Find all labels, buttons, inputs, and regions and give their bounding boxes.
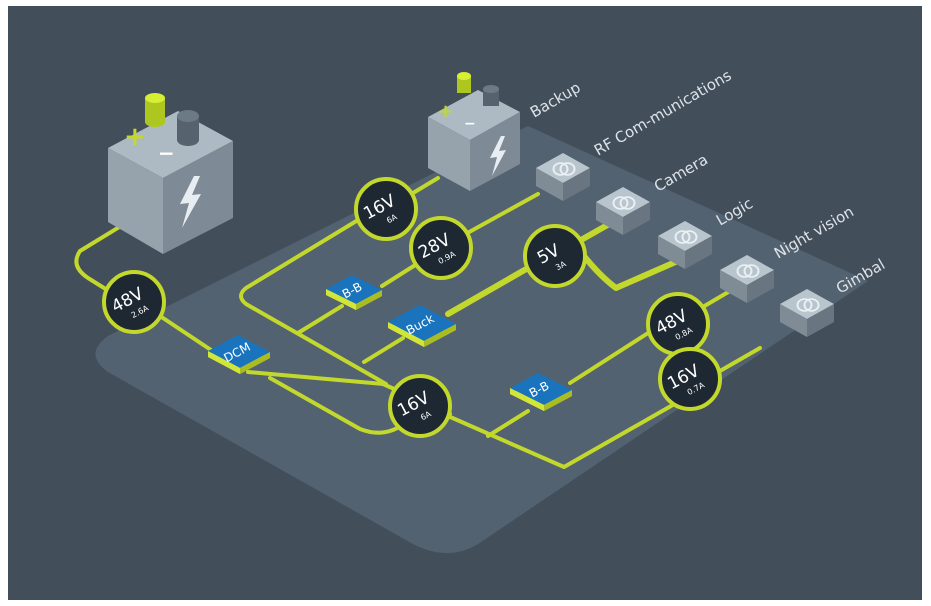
converter-bb-upper: B-B <box>326 275 382 310</box>
positive-terminal <box>457 76 471 93</box>
rail-badge-5v: 5V 3A <box>523 224 587 288</box>
main-battery: + − <box>108 93 233 254</box>
backup-battery: + − <box>428 72 520 191</box>
power-architecture-diagram: + − + − <box>8 6 922 600</box>
minus-sign: − <box>158 141 175 165</box>
rail-badge-16v-dcm: 16V 6A <box>388 374 452 438</box>
rail-badge-16v-backup: 16V 6A <box>354 177 418 241</box>
negative-terminal <box>483 89 499 106</box>
diagram-canvas: + − + − <box>74 66 888 553</box>
load-module-gimbal <box>780 289 834 337</box>
load-module-rf <box>536 153 590 201</box>
plus-sign: + <box>124 122 146 152</box>
lightning-icon <box>490 136 506 176</box>
converter-bb-lower: B-B <box>510 373 572 411</box>
label-gimbal: Gimbal <box>833 255 888 297</box>
load-module-night-vision <box>720 255 774 303</box>
negative-terminal <box>177 116 199 140</box>
positive-terminal <box>145 98 165 122</box>
rail-badge-48v-main: 48V 2.6A <box>102 270 166 334</box>
rail-badge-48v-night-vision: 48V 0.8A <box>646 292 710 356</box>
load-module-camera <box>596 187 650 235</box>
label-rf-communications: RF Com-munications <box>591 66 735 159</box>
rail-badge-16v-gimbal: 16V 0.7A <box>658 347 722 411</box>
label-night-vision: Night vision <box>771 202 857 262</box>
plus-sign: + <box>438 101 453 122</box>
converter-buck: Buck <box>388 305 456 347</box>
lightning-icon <box>180 176 201 228</box>
label-camera: Camera <box>651 150 711 195</box>
label-backup: Backup <box>527 78 584 121</box>
converter-dcm: DCM <box>208 335 270 374</box>
minus-sign: − <box>464 116 476 132</box>
load-module-logic <box>658 221 712 269</box>
rail-badge-28v: 28V 0.9A <box>409 216 473 280</box>
